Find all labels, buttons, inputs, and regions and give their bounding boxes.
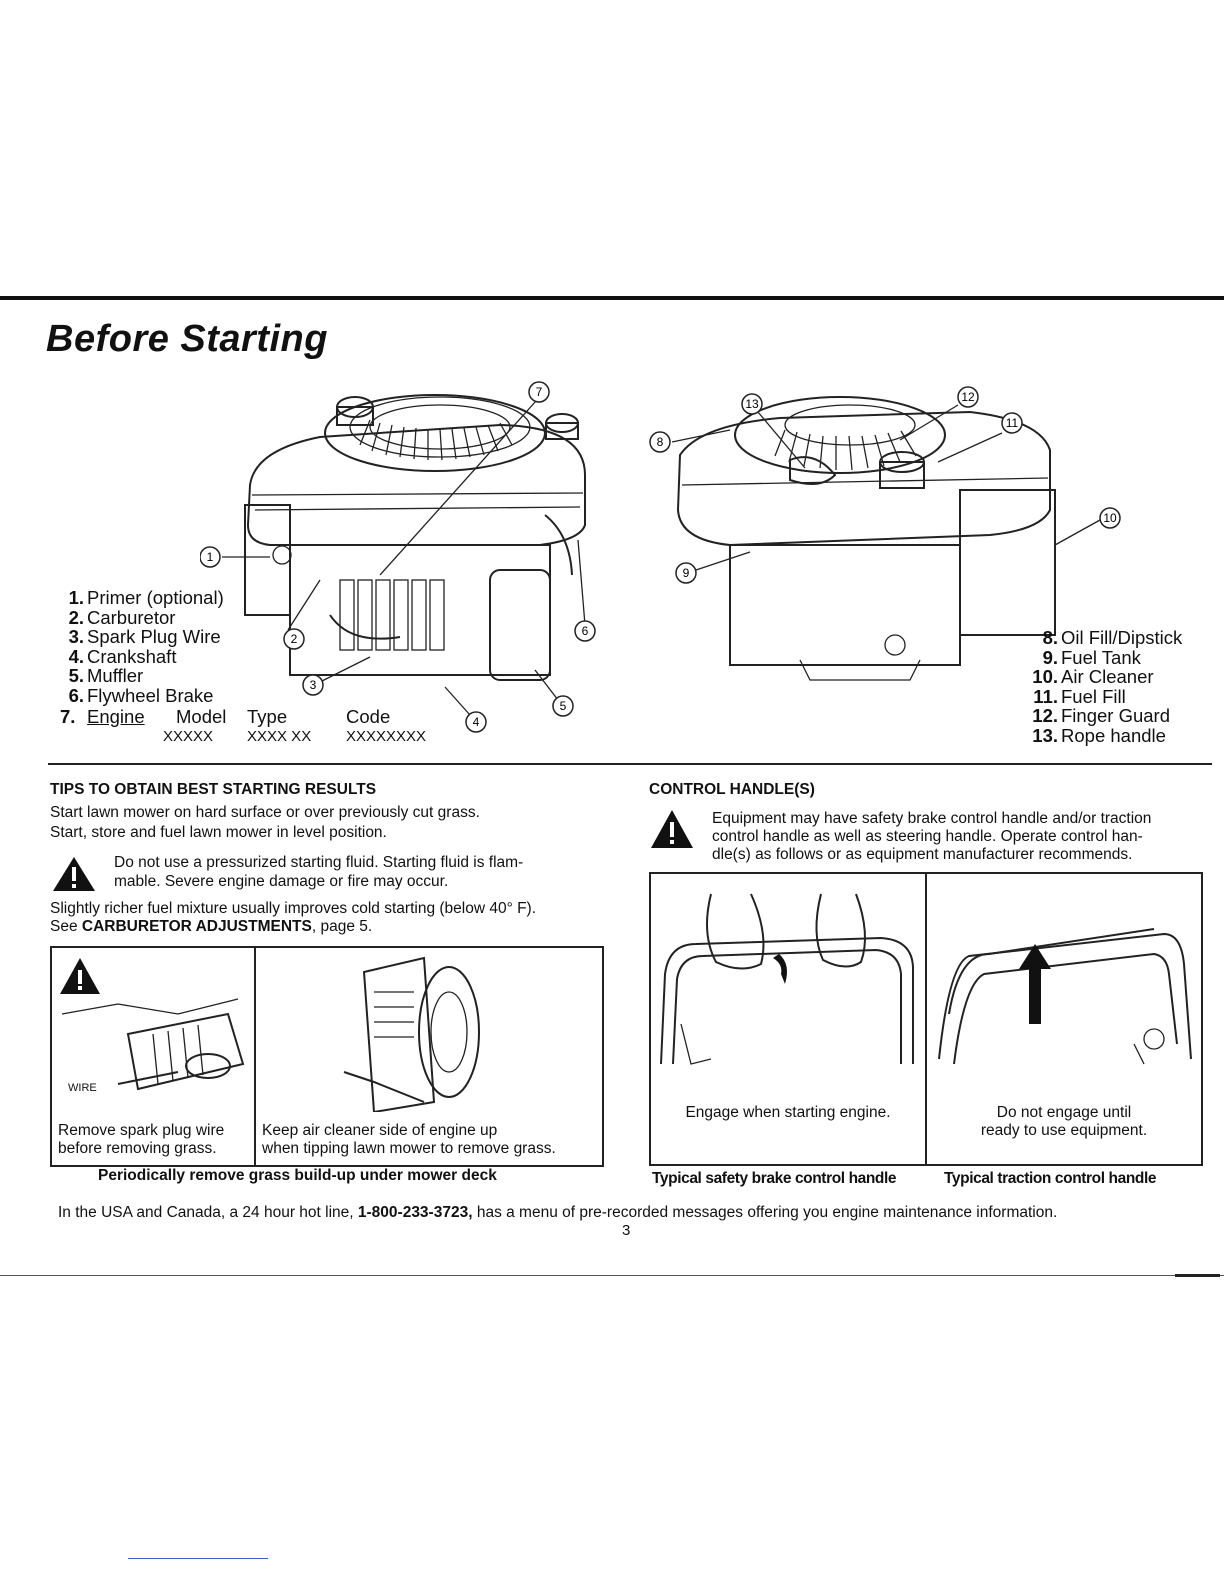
parts-list-right: 8.Oil Fill/Dipstick 9.Fuel Tank 10.Air C… — [1024, 628, 1182, 746]
page-number: 3 — [622, 1222, 631, 1239]
part-item: 13.Rope handle — [1032, 724, 1166, 746]
bottom-rule — [0, 1275, 1224, 1276]
tips-line-2: Start, store and fuel lawn mower in leve… — [50, 824, 387, 841]
control-line-3: dle(s) as follows or as equipment manufa… — [712, 846, 1133, 863]
part-item: 3.Spark Plug Wire — [68, 626, 221, 648]
traction-control-drawing — [938, 928, 1192, 1065]
section-divider — [48, 763, 1212, 765]
cold-start-line: Slightly richer fuel mixture usually imp… — [50, 900, 537, 917]
part-item: 9.Fuel Tank — [1042, 646, 1141, 668]
warning-icon — [53, 857, 95, 891]
parts-list-left: 1.Primer (optional) 2.Carburetor 3.Spark… — [60, 588, 224, 706]
control-line-2: control handle as well as steering handl… — [712, 828, 1143, 845]
label-safety-brake: Typical safety brake control handle — [652, 1170, 897, 1187]
figure-divider — [254, 948, 256, 1165]
warning-line-2: mable. Severe engine damage or fire may … — [114, 873, 449, 890]
engine-illustration-right: 8 9 10 11 12 13 — [649, 386, 1121, 681]
part-item: 2.Carburetor — [68, 606, 176, 628]
tips-heading: TIPS TO OBTAIN BEST STARTING RESULTS — [50, 781, 377, 798]
callout-4: 4 — [473, 715, 480, 729]
label-traction-control: Typical traction control handle — [944, 1170, 1157, 1187]
control-heading: CONTROL HANDLE(S) — [649, 781, 815, 798]
warning-icon — [651, 810, 693, 848]
safety-brake-drawing — [660, 893, 914, 1065]
hotline-number: 1-800-233-3723, — [357, 1204, 473, 1221]
footer-line — [128, 1558, 268, 1559]
callout-8: 8 — [657, 435, 664, 449]
figure-divider — [925, 874, 927, 1164]
callout-11: 11 — [1006, 416, 1019, 430]
callout-1: 1 — [207, 550, 214, 564]
hotline-text: In the USA and Canada, a 24 hour hot lin… — [58, 1204, 1058, 1221]
top-rule — [0, 296, 1224, 300]
part-item: 4.Crankshaft — [68, 645, 177, 667]
caption-air-cleaner: Keep air cleaner side of engine up when … — [262, 1122, 556, 1157]
part-item: 5.Muffler — [68, 665, 144, 687]
part-item: 10.Air Cleaner — [1032, 666, 1154, 688]
cold-start-see: See CARBURETOR ADJUSTMENTS, page 5. — [50, 918, 373, 935]
part-item: 6.Flywheel Brake — [68, 684, 214, 706]
callout-6: 6 — [582, 624, 589, 638]
part-item: 11.Fuel Fill — [1033, 685, 1126, 707]
grass-removal-figure: WIRE Remove spark plug wire before remov… — [50, 946, 604, 1167]
callout-7: 7 — [536, 385, 543, 399]
part-item: 1.Primer (optional) — [68, 587, 224, 608]
callout-12: 12 — [961, 390, 975, 404]
callout-3: 3 — [310, 678, 317, 692]
spark-plug-drawing — [60, 958, 245, 1091]
control-handle-figure: Engage when starting engine. Do not enga… — [649, 872, 1203, 1166]
part-item: 12.Finger Guard — [1032, 705, 1170, 727]
page-title: Before Starting — [46, 318, 328, 360]
grass-footer: Periodically remove grass build-up under… — [98, 1167, 497, 1184]
tipped-mower-drawing — [343, 956, 480, 1112]
callout-2: 2 — [291, 632, 298, 646]
control-line-1: Equipment may have safety brake control … — [712, 810, 1152, 827]
callout-5: 5 — [560, 699, 567, 713]
warning-line-1: Do not use a pressurized starting fluid.… — [114, 854, 524, 871]
part-item: 8.Oil Fill/Dipstick — [1042, 627, 1183, 648]
engine-illustration-left: 1 2 3 4 5 6 7 — [200, 381, 596, 733]
bottom-rule-accent — [1175, 1274, 1220, 1277]
caption-spark-plug: Remove spark plug wire before removing g… — [58, 1122, 225, 1157]
tips-line-1: Start lawn mower on hard surface or over… — [50, 804, 480, 821]
wire-label: WIRE — [68, 1082, 97, 1094]
caption-do-not-engage: Do not engage until ready to use equipme… — [980, 1104, 1148, 1139]
caption-engage: Engage when starting engine. — [685, 1104, 891, 1121]
callout-13: 13 — [745, 397, 759, 411]
carburetor-adjustments-ref: CARBURETOR ADJUSTMENTS — [81, 918, 312, 935]
callout-10: 10 — [1103, 511, 1117, 525]
callout-9: 9 — [683, 566, 690, 580]
